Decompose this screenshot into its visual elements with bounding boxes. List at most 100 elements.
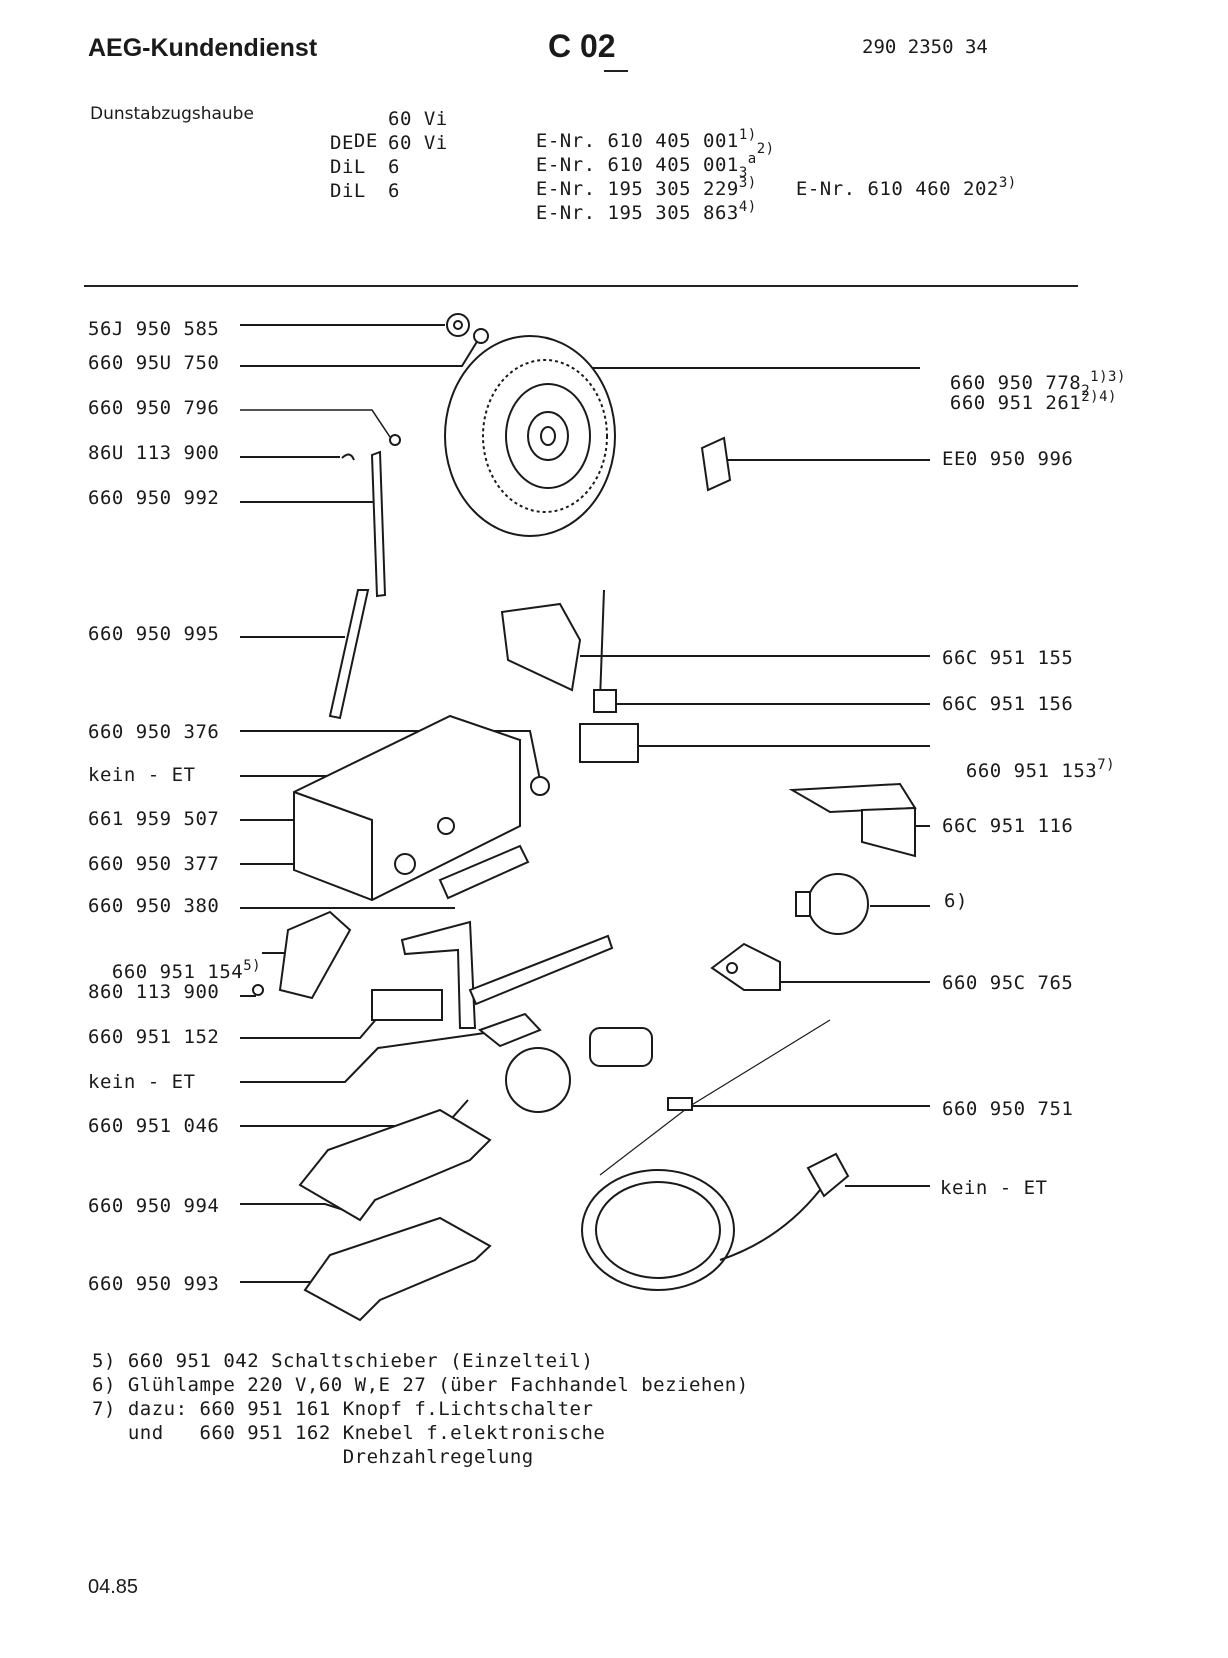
part-note: 7) [1097, 757, 1116, 773]
leader-line [240, 1009, 385, 1039]
parts [252, 313, 917, 1322]
part-label-left: 660 951 152 [88, 1026, 220, 1048]
brand-title: AEG-Kundendienst [88, 34, 318, 62]
part-label-left: 660 950 992 [88, 487, 220, 509]
lever-bar [328, 589, 370, 720]
slider-switch [278, 910, 352, 1000]
cable-sleeve [667, 1097, 693, 1111]
model-row-2: DE [330, 132, 354, 154]
model-enr-1: E-Nr. 610 405 0011)2) [512, 108, 775, 157]
model-variant-4: 6 [388, 180, 400, 202]
model-note: a [747, 151, 757, 167]
lamp-socket [589, 1027, 653, 1067]
terminal-block [371, 989, 443, 1021]
nut-part [453, 320, 463, 330]
lamp-base [795, 891, 811, 917]
filter-frame [303, 1216, 492, 1322]
footnote: 7) dazu: 660 951 161 Knopf f.Lichtschalt… [92, 1398, 594, 1420]
leader-line [240, 1031, 493, 1083]
part-label-right: 660 950 751 [942, 1098, 1074, 1120]
cable [599, 589, 605, 701]
model-enr: E-Nr. 610 405 001 [535, 154, 739, 176]
cover-plate [298, 1108, 492, 1222]
chassis-front [293, 791, 373, 900]
part-label-left: 860 113 900 [88, 981, 220, 1003]
part-label-right: EE0 950 996 [942, 448, 1074, 470]
part-number: 660 951 154 [111, 961, 244, 983]
part-note: 1)3) [1090, 369, 1126, 385]
part-label-left: kein - ET [88, 1071, 196, 1093]
model-variant-3: 6 [388, 156, 400, 178]
socket-screw [726, 962, 738, 974]
footnote: Drehzahlregelung [92, 1446, 534, 1468]
knob-part [394, 853, 416, 875]
part-label-left: 661 959 507 [88, 808, 220, 830]
footnote: und 660 951 162 Knebel f.elektronische [92, 1422, 606, 1444]
mains-cable [719, 1189, 821, 1261]
model-row-4: DiL [330, 180, 366, 202]
part-note: 5) [243, 958, 262, 974]
part-label-right: 660 951 2612)4) [926, 370, 1117, 414]
document-number: 290 2350 34 [862, 36, 988, 58]
small-plate [477, 1012, 542, 1048]
part-label-left: kein - ET [88, 764, 196, 786]
part-label-left: 660 950 995 [88, 623, 220, 645]
part-label-left: 660 950 377 [88, 853, 220, 875]
page-code: C 02 [548, 28, 616, 64]
header-divider [84, 285, 1078, 287]
mains-plug [806, 1152, 850, 1198]
model-extra-note: 3) [998, 175, 1017, 191]
model-type: DE [353, 130, 378, 152]
part-label-left: 660 951 046 [88, 1115, 220, 1137]
part-label-right: 66C 951 155 [942, 647, 1074, 669]
model-note2: 2) [756, 141, 775, 157]
leader-line [240, 409, 391, 438]
part-label-left: 660 950 380 [88, 895, 220, 917]
grommet [530, 776, 550, 796]
model-variant-1: 60 Vi [388, 108, 448, 130]
model-enr: E-Nr. 610 405 001 [535, 130, 739, 152]
part-number: 660 950 778 [949, 372, 1082, 394]
clamp [437, 817, 455, 835]
bracket-tab [861, 806, 916, 858]
lamp-socket [710, 942, 781, 991]
model-enr-4: E-Nr. 195 305 8634) [512, 180, 757, 224]
fan-wheel [444, 335, 616, 537]
capacitor [438, 844, 530, 900]
part-label-left: 660 950 796 [88, 397, 220, 419]
part-label-right: 660 95C 765 [942, 972, 1074, 994]
code-underline [604, 70, 628, 72]
model-note: 4) [738, 199, 757, 215]
footnote: 6) Glühlampe 220 V,60 W,E 27 (über Fachh… [92, 1374, 749, 1396]
part-label-left: 86U 113 900 [88, 442, 220, 464]
spring-clip [341, 453, 355, 461]
part-sub: 2 [1081, 383, 1091, 399]
switch-module [579, 723, 639, 763]
part-number: 660 951 261 [949, 392, 1082, 414]
part-label-left: 660 950 994 [88, 1195, 220, 1217]
part-label-right: 66C 951 116 [942, 815, 1074, 837]
lever-arm [370, 450, 387, 598]
model-note2: 3 [738, 165, 748, 181]
long-bracket [400, 920, 477, 1029]
part-label-left: 660 950 993 [88, 1273, 220, 1295]
screw-part [389, 434, 401, 446]
footnote: 5) 660 951 042 Schaltschieber (Einzeltei… [92, 1350, 594, 1372]
model-note: 3) [738, 175, 757, 191]
cable-coil [581, 1169, 735, 1291]
part-label-right: 66C 951 156 [942, 693, 1074, 715]
cable-coil [595, 1181, 721, 1279]
model-enr-3: E-Nr. 195 305 2293) [512, 156, 757, 200]
model-variant-2: 60 Vi [388, 132, 448, 154]
part-label-left: 56J 950 585 [88, 318, 220, 340]
part-label-left: 660 950 376 [88, 721, 220, 743]
part-label-right: 660 951 1537) [942, 738, 1115, 782]
part-label-right: 6) [944, 890, 968, 912]
appliance-name: Dunstabzugshaube [90, 104, 254, 124]
model-enr: E-Nr. 195 305 863 [535, 202, 739, 224]
model-extra: E-Nr. 610 460 202 [795, 178, 999, 200]
model-enr-2: E-Nr. 610 405 0013a [512, 132, 757, 181]
model-note: 1) [738, 127, 757, 143]
part-number: 660 951 153 [965, 760, 1098, 782]
